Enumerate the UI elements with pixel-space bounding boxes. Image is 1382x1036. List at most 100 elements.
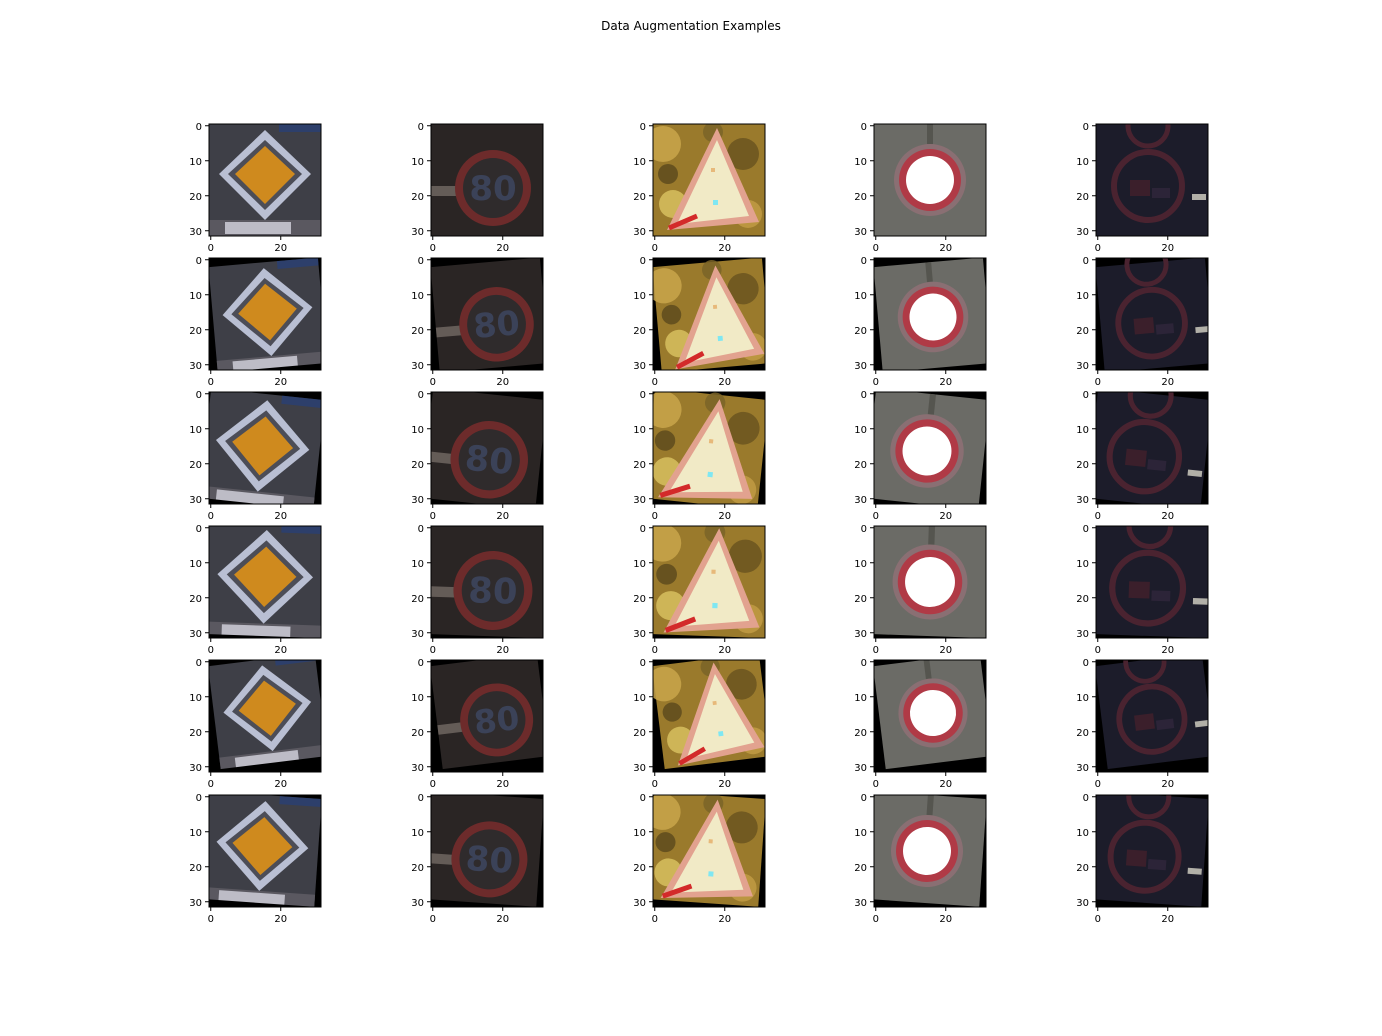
axes-frame bbox=[1095, 659, 1209, 773]
x-tick-label: 0 bbox=[652, 243, 658, 254]
y-tick-label: 30 bbox=[854, 898, 867, 909]
axes-frame bbox=[652, 391, 766, 505]
axes-frame bbox=[652, 123, 766, 237]
y-tick-label: 20 bbox=[411, 326, 424, 337]
axes-frame bbox=[430, 257, 544, 371]
y-tick-label: 10 bbox=[1076, 828, 1089, 839]
y-tick-label: 20 bbox=[411, 863, 424, 874]
y-tick-label: 10 bbox=[411, 157, 424, 168]
x-tick-label: 20 bbox=[274, 914, 287, 925]
figure-title: Data Augmentation Examples bbox=[601, 19, 781, 33]
y-tick-label: 20 bbox=[1076, 594, 1089, 605]
y-tick-label: 10 bbox=[854, 828, 867, 839]
y-tick-label: 0 bbox=[196, 390, 202, 401]
y-tick-label: 30 bbox=[633, 629, 646, 640]
x-tick-label: 20 bbox=[718, 914, 731, 925]
x-tick-label: 0 bbox=[652, 377, 658, 388]
y-tick-label: 10 bbox=[189, 828, 202, 839]
y-tick-label: 20 bbox=[633, 728, 646, 739]
x-tick-label: 20 bbox=[939, 779, 952, 790]
y-tick-label: 30 bbox=[189, 495, 202, 506]
y-tick-label: 20 bbox=[633, 594, 646, 605]
y-tick-label: 10 bbox=[411, 828, 424, 839]
x-tick-label: 0 bbox=[430, 645, 436, 656]
axes-frame bbox=[1095, 123, 1209, 237]
x-tick-label: 20 bbox=[496, 511, 509, 522]
y-tick-label: 10 bbox=[854, 559, 867, 570]
y-tick-label: 0 bbox=[1083, 658, 1089, 669]
x-tick-label: 20 bbox=[274, 645, 287, 656]
x-tick-label: 20 bbox=[939, 377, 952, 388]
y-tick-label: 0 bbox=[196, 122, 202, 133]
x-tick-label: 0 bbox=[430, 243, 436, 254]
y-tick-label: 10 bbox=[1076, 693, 1089, 704]
x-tick-label: 0 bbox=[652, 914, 658, 925]
axes-frame bbox=[208, 659, 322, 773]
x-tick-label: 20 bbox=[1161, 645, 1174, 656]
y-tick-label: 30 bbox=[411, 227, 424, 238]
y-tick-label: 0 bbox=[1083, 524, 1089, 535]
x-tick-label: 20 bbox=[274, 243, 287, 254]
y-tick-label: 30 bbox=[633, 898, 646, 909]
x-tick-label: 0 bbox=[208, 377, 214, 388]
y-tick-label: 0 bbox=[418, 793, 424, 804]
x-tick-label: 20 bbox=[496, 377, 509, 388]
x-tick-label: 20 bbox=[274, 377, 287, 388]
x-tick-label: 20 bbox=[274, 511, 287, 522]
y-tick-label: 0 bbox=[196, 793, 202, 804]
x-tick-label: 20 bbox=[1161, 914, 1174, 925]
y-tick-label: 30 bbox=[854, 763, 867, 774]
y-tick-label: 10 bbox=[189, 559, 202, 570]
y-tick-label: 10 bbox=[633, 425, 646, 436]
x-tick-label: 0 bbox=[1095, 779, 1101, 790]
svg-text:80: 80 bbox=[468, 570, 519, 613]
y-tick-label: 30 bbox=[633, 361, 646, 372]
x-tick-label: 20 bbox=[718, 377, 731, 388]
y-tick-label: 0 bbox=[640, 793, 646, 804]
x-tick-label: 20 bbox=[496, 914, 509, 925]
y-tick-label: 30 bbox=[411, 629, 424, 640]
y-tick-label: 30 bbox=[411, 495, 424, 506]
y-tick-label: 30 bbox=[633, 495, 646, 506]
y-tick-label: 10 bbox=[1076, 291, 1089, 302]
y-tick-label: 30 bbox=[189, 629, 202, 640]
y-tick-label: 10 bbox=[1076, 425, 1089, 436]
y-tick-label: 0 bbox=[861, 256, 867, 267]
axes-frame bbox=[873, 257, 987, 371]
y-tick-label: 10 bbox=[1076, 559, 1089, 570]
y-tick-label: 0 bbox=[640, 658, 646, 669]
y-tick-label: 10 bbox=[189, 291, 202, 302]
axes-frame bbox=[208, 257, 322, 371]
x-tick-label: 0 bbox=[1095, 243, 1101, 254]
axes-frame bbox=[652, 257, 766, 371]
y-tick-label: 10 bbox=[1076, 157, 1089, 168]
axes-frame bbox=[873, 794, 987, 908]
axes-frame bbox=[1095, 391, 1209, 505]
x-tick-label: 20 bbox=[1161, 243, 1174, 254]
y-tick-label: 30 bbox=[1076, 629, 1089, 640]
svg-text:80: 80 bbox=[463, 439, 515, 484]
y-tick-label: 20 bbox=[854, 326, 867, 337]
y-tick-label: 30 bbox=[411, 898, 424, 909]
axes-frame bbox=[208, 391, 322, 505]
y-tick-label: 20 bbox=[633, 863, 646, 874]
y-tick-label: 20 bbox=[854, 594, 867, 605]
x-tick-label: 0 bbox=[208, 779, 214, 790]
y-tick-label: 30 bbox=[189, 361, 202, 372]
